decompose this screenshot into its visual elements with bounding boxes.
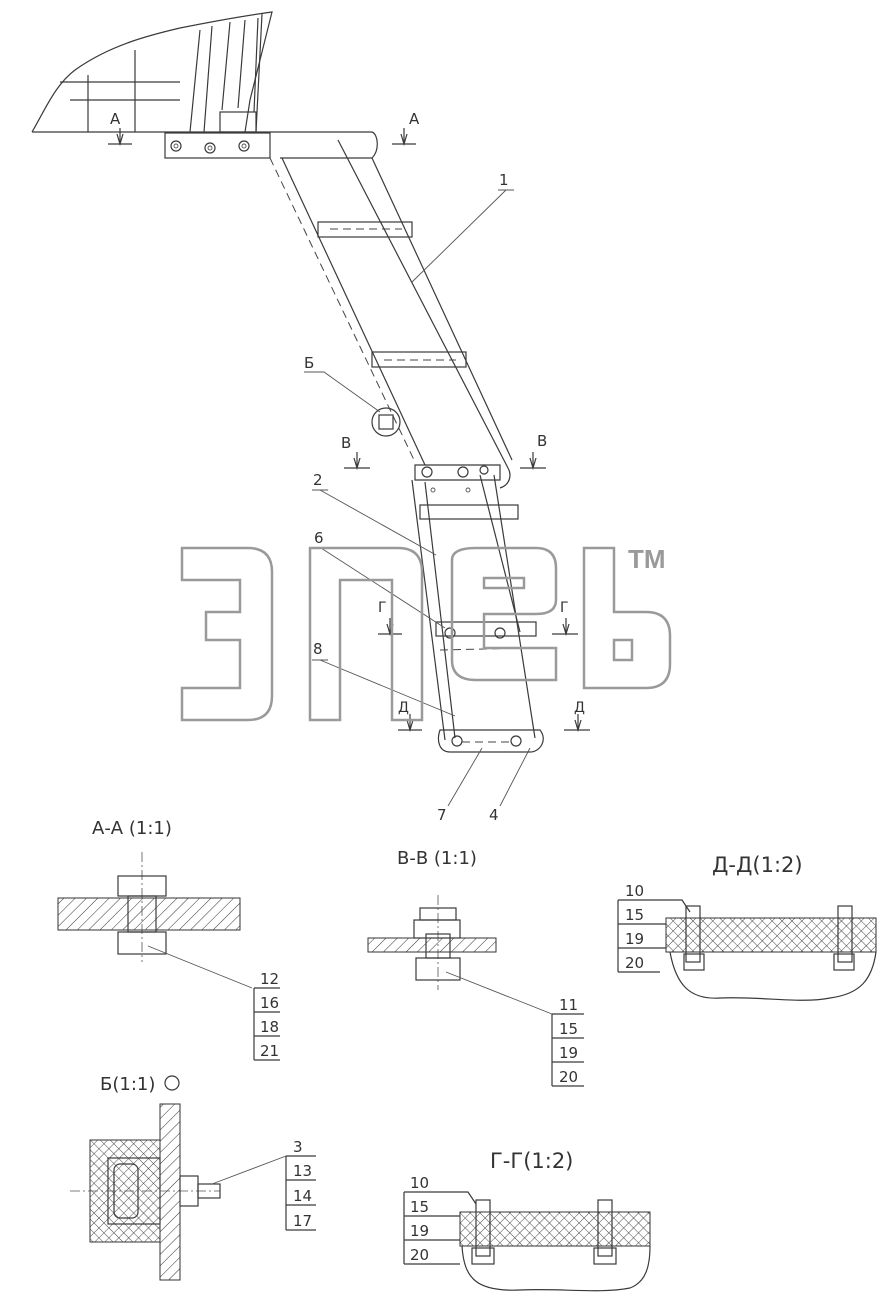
detail-b: Б(1:1) 3 13 14 17: [70, 1074, 316, 1281]
view-dd-part-2: 19: [625, 930, 644, 948]
detail-b-part-table: 3 13 14 17: [285, 1138, 316, 1231]
callout-2: 2: [313, 471, 323, 489]
detail-b-title: Б(1:1): [100, 1074, 155, 1095]
view-gg-part-table: 10 15 19 20: [403, 1174, 477, 1265]
callout-6: 6: [314, 529, 324, 547]
ladder-assembly: [31, 11, 544, 753]
view-gg-part-0: 10: [410, 1174, 429, 1192]
view-aa-part-table: 12 16 18 21: [253, 970, 280, 1061]
section-d-right-label: Д: [574, 700, 585, 716]
view-dd-part-1: 15: [625, 906, 644, 924]
view-dd-part-table: 10 15 19 20: [617, 882, 691, 973]
view-dd-part-3: 20: [625, 954, 644, 972]
callout-4: 4: [489, 806, 499, 824]
view-aa-title: А-А (1:1): [92, 818, 172, 839]
detail-b-part-1: 13: [293, 1162, 312, 1180]
view-dd-part-0: 10: [625, 882, 644, 900]
section-a-right-label: А: [409, 110, 420, 128]
view-gg: Г-Г(1:2) 10 15 19 20: [403, 1149, 651, 1292]
view-gg-title: Г-Г(1:2): [490, 1149, 573, 1173]
detail-marker-icon: [164, 1075, 180, 1091]
section-a-left-label: А: [110, 110, 121, 128]
callout-1: 1: [499, 171, 509, 189]
callout-7: 7: [437, 806, 447, 824]
view-vv-part-2: 19: [559, 1044, 578, 1062]
view-gg-part-1: 15: [410, 1198, 429, 1216]
trademark-symbol: TM: [628, 544, 666, 574]
section-g-left-label: Г: [378, 600, 387, 616]
view-vv-part-3: 20: [559, 1068, 578, 1086]
view-gg-part-3: 20: [410, 1246, 429, 1264]
detail-b-part-2: 14: [293, 1187, 312, 1205]
section-v-left-label: В: [341, 434, 351, 452]
callouts: 1 2 6 8 7 4: [312, 171, 531, 824]
view-vv-part-table: 11 15 19 20: [551, 996, 584, 1087]
view-vv: В-В (1:1) 11 15 19 20: [367, 848, 584, 1087]
detail-b-part-0: 3: [293, 1138, 303, 1156]
section-v-right-label: В: [537, 432, 547, 450]
view-dd: Д-Д(1:2) 10 15 19 20: [617, 853, 877, 1001]
view-gg-part-2: 19: [410, 1222, 429, 1240]
section-markers: А А В В Б Г Г Д Д: [108, 110, 590, 733]
callout-8: 8: [313, 640, 323, 658]
view-vv-title: В-В (1:1): [397, 848, 477, 869]
detail-b-part-3: 17: [293, 1212, 312, 1230]
view-aa-part-0: 12: [260, 970, 279, 988]
view-aa-part-3: 21: [260, 1042, 279, 1060]
view-aa-part-1: 16: [260, 994, 279, 1012]
view-vv-part-0: 11: [559, 996, 578, 1014]
view-aa-part-2: 18: [260, 1018, 279, 1036]
watermark: TM: [180, 544, 672, 722]
view-aa: А-А (1:1) 12 16 18 21: [57, 818, 280, 1061]
section-d-left-label: Д: [398, 700, 409, 716]
section-g-right-label: Г: [560, 600, 569, 616]
view-vv-part-1: 15: [559, 1020, 578, 1038]
detail-b-label: Б: [304, 354, 314, 372]
view-dd-title: Д-Д(1:2): [712, 853, 803, 877]
